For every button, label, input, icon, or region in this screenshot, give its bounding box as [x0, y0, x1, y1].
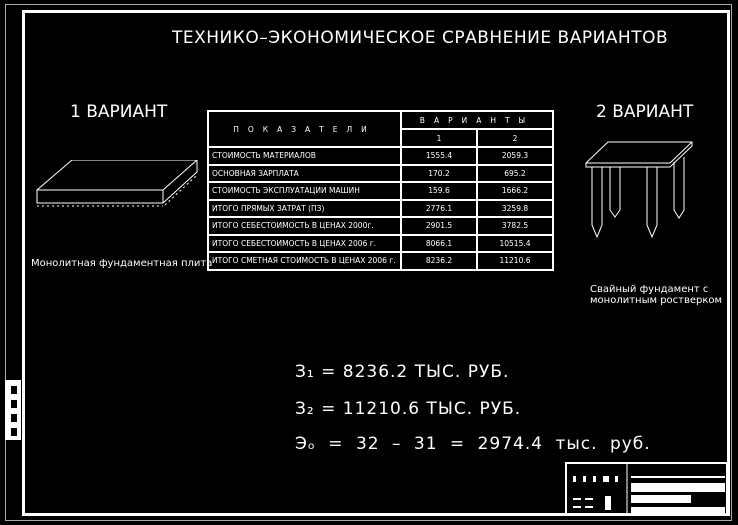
- row-label: ОСНОВНАЯ ЗАРПЛАТА: [207, 163, 402, 183]
- pile-foundation-drawing: [585, 141, 693, 239]
- row-value-2: 3782.5: [476, 216, 554, 236]
- row-value-2: 10515.4: [476, 233, 554, 253]
- header-indicators: ПОКАЗАТЕЛИ: [207, 110, 402, 148]
- row-value-1: 1555.4: [400, 146, 478, 166]
- comparison-table: ПОКАЗАТЕЛИ ВАРИАНТЫ 1 2 СТОИМОСТЬ МАТЕРИ…: [207, 110, 554, 271]
- row-label: СТОИМОСТЬ ЭКСПЛУАТАЦИИ МАШИН: [207, 181, 402, 201]
- sheet-inner-border: [22, 10, 730, 516]
- variant-2-caption-line-2: монолитным ростверком: [590, 295, 723, 306]
- row-value-2: 2059.3: [476, 146, 554, 166]
- header-col-2: 2: [476, 128, 554, 148]
- drawing-title: ТЕХНИКО–ЭКОНОМИЧЕСКОЕ СРАВНЕНИЕ ВАРИАНТО…: [172, 28, 669, 48]
- title-block-stamp: [565, 462, 728, 515]
- row-label: ИТОГО ПРЯМЫХ ЗАТРАТ (ПЗ): [207, 198, 402, 218]
- row-value-2: 1666.2: [476, 181, 554, 201]
- row-value-1: 2776.1: [400, 198, 478, 218]
- row-label: ИТОГО СЕБЕСТОИМОСТЬ В ЦЕНАХ 2000г.: [207, 216, 402, 236]
- row-value-1: 8066.1: [400, 233, 478, 253]
- formula-z1: З₁ = 8236.2 ТЫС. РУБ.: [295, 362, 510, 382]
- row-value-2: 11210.6: [476, 251, 554, 271]
- table-row: ИТОГО СМЕТНАЯ СТОИМОСТЬ В ЦЕНАХ 2006 г.8…: [207, 251, 554, 271]
- binding-strip-stamp: [5, 380, 21, 440]
- row-value-1: 170.2: [400, 163, 478, 183]
- sheet-outer-border: [5, 4, 732, 521]
- variant-1-caption: Монолитная фундаментная плита: [31, 258, 213, 269]
- row-label: ИТОГО СЕБЕСТОИМОСТЬ В ЦЕНАХ 2006 г.: [207, 233, 402, 253]
- monolithic-slab-drawing: [36, 160, 198, 207]
- row-value-1: 2901.5: [400, 216, 478, 236]
- row-value-1: 159.6: [400, 181, 478, 201]
- header-col-1: 1: [400, 128, 478, 148]
- table-row: ИТОГО СЕБЕСТОИМОСТЬ В ЦЕНАХ 2000г.2901.5…: [207, 216, 554, 236]
- row-value-2: 3259.8: [476, 198, 554, 218]
- table-row: ИТОГО СЕБЕСТОИМОСТЬ В ЦЕНАХ 2006 г.8066.…: [207, 233, 554, 253]
- row-label: СТОИМОСТЬ МАТЕРИАЛОВ: [207, 146, 402, 166]
- row-value-1: 8236.2: [400, 251, 478, 271]
- variant-2-label: 2 ВАРИАНТ: [596, 102, 694, 122]
- header-variants: ВАРИАНТЫ: [400, 110, 554, 130]
- row-value-2: 695.2: [476, 163, 554, 183]
- variant-2-caption-line-1: Свайный фундамент с: [590, 284, 709, 295]
- variant-1-label: 1 ВАРИАНТ: [70, 102, 168, 122]
- row-label: ИТОГО СМЕТНАЯ СТОИМОСТЬ В ЦЕНАХ 2006 г.: [207, 251, 402, 271]
- formula-effect: Эₒ = 32 – 31 = 2974.4 тыс. руб.: [295, 434, 651, 454]
- formula-z2: З₂ = 11210.6 ТЫС. РУБ.: [295, 399, 522, 419]
